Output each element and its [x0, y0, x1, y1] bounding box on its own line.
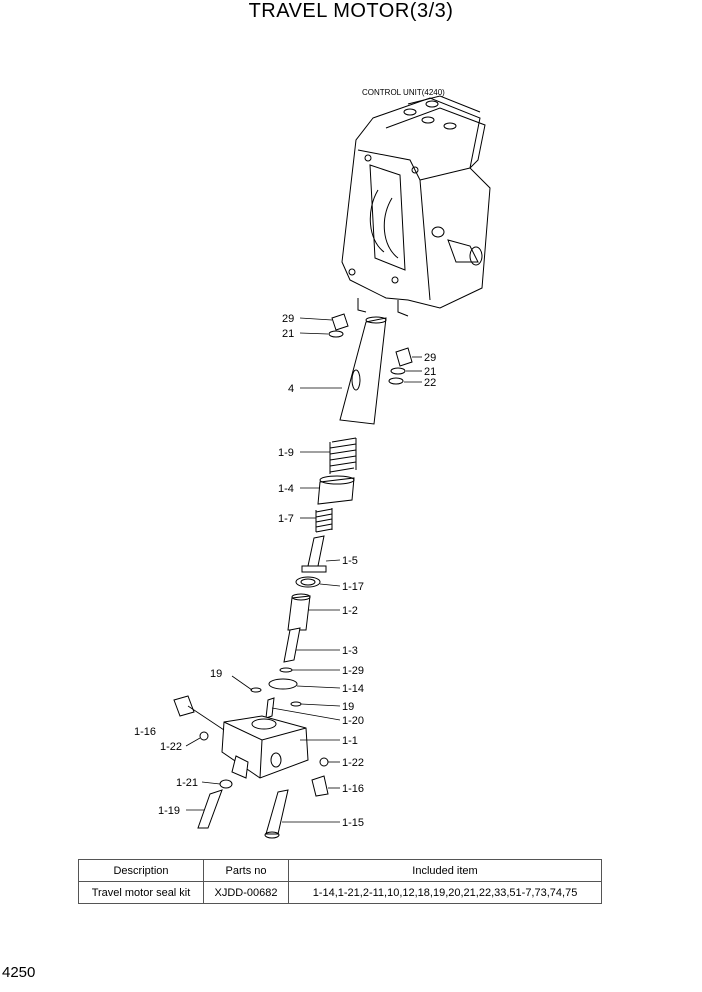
callout-labels: 29 21 29 21 22 4 1-9 1-4 1-7 1-5 1-17 1-… [134, 313, 436, 829]
callout-1-5: 1-5 [342, 555, 358, 567]
leader-lines [185, 317, 422, 823]
spool-part [339, 316, 387, 425]
table-cell-part-no: XJDD-00682 [203, 881, 289, 904]
callout-1-9: 1-9 [278, 447, 294, 459]
table-cell-description: Travel motor seal kit [78, 881, 204, 904]
control-unit-label: CONTROL UNIT(4240) [362, 88, 445, 97]
table-row: Travel motor seal kit XJDD-00682 1-14,1-… [78, 881, 602, 904]
callout-1-7: 1-7 [278, 513, 294, 525]
callout-1-3: 1-3 [342, 645, 358, 657]
callout-1-16-left: 1-16 [134, 726, 156, 738]
callout-21-right: 21 [424, 366, 436, 378]
callout-1-2: 1-2 [342, 605, 358, 617]
callout-29-right: 29 [424, 352, 436, 364]
callout-1-1: 1-1 [342, 735, 358, 747]
callout-21-left: 21 [282, 328, 294, 340]
callout-1-22-right: 1-22 [342, 757, 364, 769]
control-unit-housing [341, 95, 491, 317]
page-number: 4250 [2, 964, 36, 981]
callout-1-29: 1-29 [342, 665, 364, 677]
spring-1-9 [329, 437, 357, 474]
callout-1-20: 1-20 [342, 715, 364, 727]
page-title: TRAVEL MOTOR(3/3) [248, 0, 454, 22]
callout-22-right: 22 [424, 377, 436, 389]
callout-19-left: 19 [210, 668, 222, 680]
callout-4: 4 [288, 383, 294, 395]
callout-1-17: 1-17 [342, 581, 364, 593]
callout-1-22-left: 1-22 [160, 741, 182, 753]
table-cell-included-items: 1-14,1-21,2-11,10,12,18,19,20,21,22,33,5… [288, 881, 602, 904]
table-header-row: Description Parts no Included item [78, 859, 602, 882]
callout-1-16-right: 1-16 [342, 783, 364, 795]
callout-19-right: 19 [342, 701, 354, 713]
valve-body-1-1 [221, 715, 309, 779]
seal-kit-table: Description Parts no Included item Trave… [78, 859, 602, 904]
callout-1-4: 1-4 [278, 483, 294, 495]
callout-1-14: 1-14 [342, 683, 364, 695]
table-header: Parts no [203, 859, 289, 882]
callout-1-21: 1-21 [176, 777, 198, 789]
callout-1-19: 1-19 [158, 805, 180, 817]
exploded-parts-diagram: 29 21 29 21 22 4 1-9 1-4 1-7 1-5 1-17 1-… [134, 95, 491, 839]
table-header: Included item [288, 859, 602, 882]
table-header: Description [78, 859, 204, 882]
callout-29-left: 29 [282, 313, 294, 325]
callout-1-15: 1-15 [342, 817, 364, 829]
